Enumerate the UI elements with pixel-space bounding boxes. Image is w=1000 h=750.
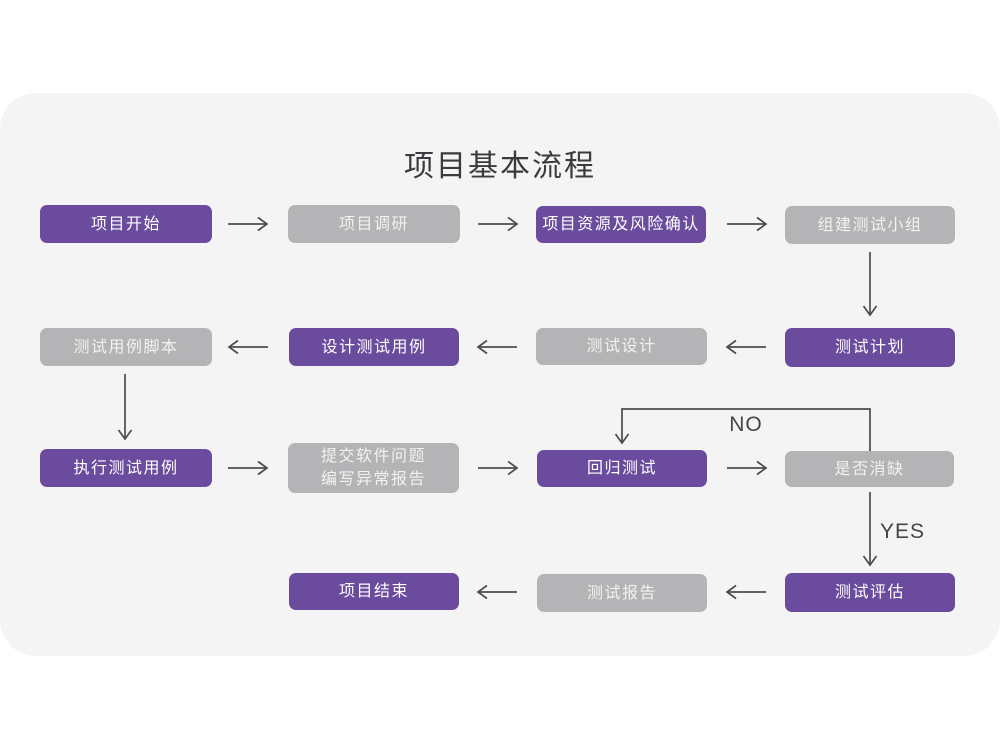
flow-node-defect-cleared: 是否消缺: [785, 451, 954, 487]
flow-node-submit-issues-report: 提交软件问题 编写异常报告: [288, 443, 459, 493]
flow-node-execute-test-case: 执行测试用例: [40, 449, 212, 487]
no-branch-label: NO: [729, 413, 763, 436]
flow-node-project-start: 项目开始: [40, 205, 212, 243]
flow-node-resource-risk-confirm: 项目资源及风险确认: [536, 206, 706, 243]
flow-node-test-design: 测试设计: [536, 328, 707, 365]
flow-node-regression-test: 回归测试: [537, 450, 707, 487]
flowchart-card: [0, 93, 1000, 656]
flow-node-build-test-team: 组建测试小组: [785, 206, 955, 244]
flow-node-project-end: 项目结束: [289, 573, 459, 610]
flow-node-test-case-script: 测试用例脚本: [40, 328, 212, 366]
flow-node-test-plan: 测试计划: [785, 328, 955, 367]
flow-node-test-report: 测试报告: [537, 574, 707, 612]
flow-node-design-test-case: 设计测试用例: [289, 328, 459, 366]
flow-node-project-research: 项目调研: [288, 205, 460, 243]
flow-node-test-evaluation: 测试评估: [785, 573, 955, 612]
yes-branch-label: YES: [880, 520, 926, 543]
page-title: 项目基本流程: [404, 150, 596, 183]
